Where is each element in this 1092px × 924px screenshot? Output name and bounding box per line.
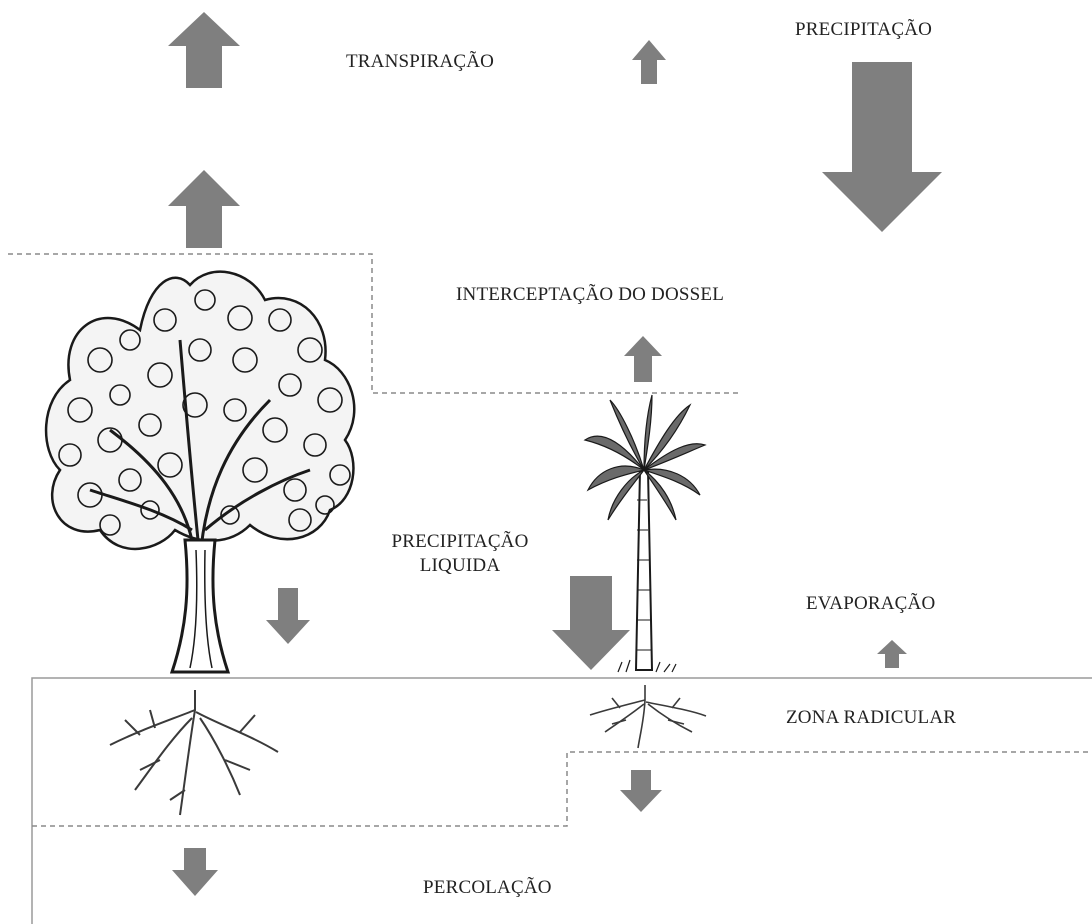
percolation-label: PERCOLAÇÃO [423,877,552,898]
interception-arrow-top [632,40,666,84]
interception-arrow-mid [624,336,662,382]
evaporation-label: EVAPORAÇÃO [806,593,936,614]
net-precipitation-line1: PRECIPITAÇÃO [391,531,529,552]
broadleaf-tree-icon [44,270,356,674]
tree-roots-icon [109,690,279,816]
precipitation-label: PRECIPITAÇÃO [795,19,933,40]
root-zone-label: ZONA RADICULAR [786,707,957,728]
canopy-interception-label: INTERCEPTAÇÃO DO DOSSEL [456,284,725,305]
soil-surface-line [31,677,1092,924]
throughfall-arrow-small [266,588,310,644]
net-precipitation-label: PRECIPITAÇÃO LIQUIDA [370,530,550,578]
root-zone-drainage-arrow [620,770,662,812]
throughfall-arrow-large [552,576,630,670]
net-precipitation-line2: LIQUIDA [419,555,501,576]
precipitation-arrow [822,62,942,232]
palm-tree-icon [583,394,707,673]
transpiration-label: TRANSPIRAÇÃO [346,51,495,72]
percolation-arrow [172,848,218,896]
canopy-boundary-line [8,253,738,394]
palm-roots-icon [589,685,707,749]
evaporation-arrow [877,640,907,668]
transpiration-arrow-lower [168,170,240,248]
root-zone-boundary-line [32,751,1092,827]
transpiration-arrow-top [168,12,240,88]
